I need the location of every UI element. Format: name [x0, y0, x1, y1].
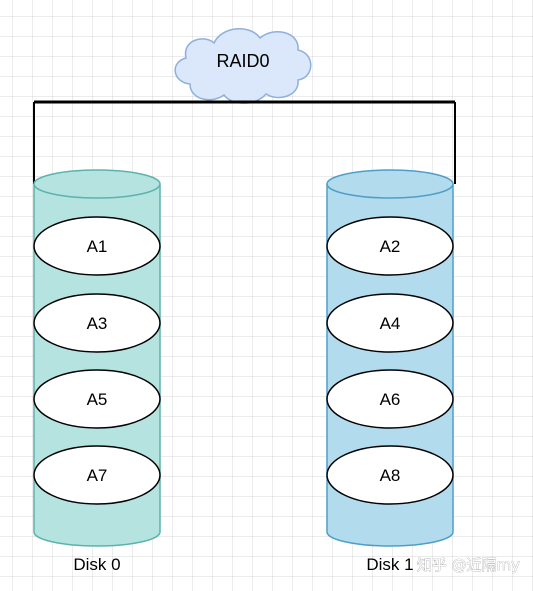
- block-ellipse: [33, 445, 161, 505]
- disk-0-top: [33, 169, 161, 199]
- disk-1: A2 A4 A6 A8 Disk 1: [326, 169, 454, 574]
- block-label: A6: [380, 390, 401, 409]
- block-label: A1: [87, 237, 108, 256]
- block-ellipse: [33, 216, 161, 276]
- block-label: A7: [87, 466, 108, 485]
- cloud-shape: RAID0: [174, 27, 312, 104]
- block-label: A4: [380, 314, 401, 333]
- disk-1-label: Disk 1: [366, 555, 413, 574]
- watermark-text: 知乎 @近隔my: [417, 556, 520, 574]
- disk-0: A1 A3 A5 A7 Disk 0: [33, 169, 161, 574]
- block-label: A2: [380, 237, 401, 256]
- disk-1-top: [326, 169, 454, 199]
- disk-0-label: Disk 0: [73, 555, 120, 574]
- block-label: A8: [380, 466, 401, 485]
- block-ellipse: [326, 369, 454, 429]
- cloud-label: RAID0: [216, 51, 269, 71]
- block-ellipse: [33, 369, 161, 429]
- block-ellipse: [326, 445, 454, 505]
- block-ellipse: [326, 293, 454, 353]
- block-ellipse: [33, 293, 161, 353]
- connector-bracket: [33, 100, 456, 184]
- block-ellipse: [326, 216, 454, 276]
- block-label: A3: [87, 314, 108, 333]
- block-label: A5: [87, 390, 108, 409]
